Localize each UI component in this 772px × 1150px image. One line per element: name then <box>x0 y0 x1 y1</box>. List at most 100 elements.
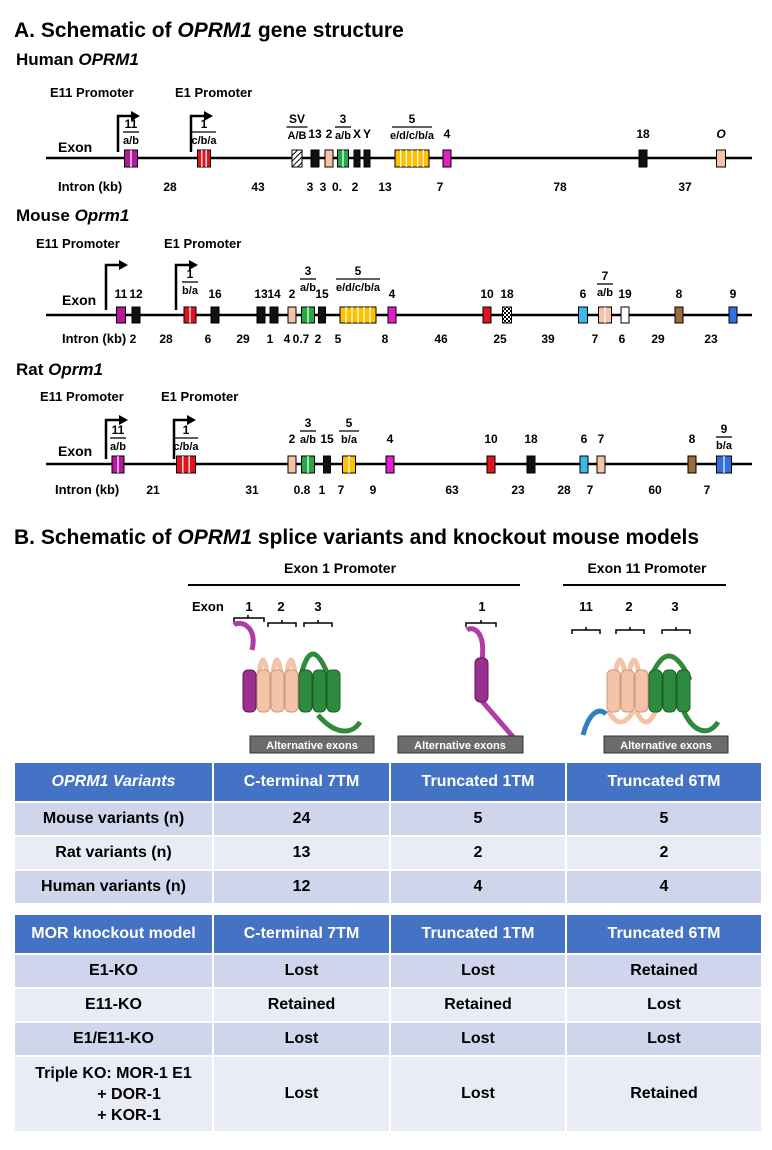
variants-header-col-0: OPRM1 Variants <box>15 763 212 801</box>
intron-length: 25 <box>493 332 507 346</box>
rat-exon-label: Exon <box>58 443 92 459</box>
intron-length: 7 <box>338 483 345 497</box>
exon-box <box>486 455 496 474</box>
panel-7tm-exon-3: 3 <box>314 599 321 614</box>
exon-box <box>363 149 371 168</box>
exon-number: 9 <box>730 287 737 301</box>
mouse-gene-track: Mouse Oprm1 E11 Promoter E1 Promoter Exo… <box>16 206 752 346</box>
exon-number: 5 <box>346 416 353 430</box>
human-exon-9: 5e/d/c/b/a <box>390 112 435 168</box>
mouse-exon-1: 11 <box>115 287 128 324</box>
mouse-variants-label: Mouse variants (n) <box>15 803 212 835</box>
exon-box <box>197 149 211 168</box>
exon-subtype: c/b/a <box>173 441 199 453</box>
exon-box <box>716 149 726 168</box>
intron-length: 1 <box>267 332 274 346</box>
exon-number: 10 <box>480 287 494 301</box>
exon-box <box>353 149 361 168</box>
exon-number: 7 <box>598 432 605 446</box>
exon-number: 3 <box>305 264 312 278</box>
e11-ko-7tm: Retained <box>214 989 389 1021</box>
rat-e11-promoter-arrow <box>104 418 122 459</box>
knockout-header-col-1: C-terminal 7TM <box>214 915 389 953</box>
exon-number: 5 <box>409 112 416 126</box>
variants-header-col-2: Truncated 1TM <box>391 763 565 801</box>
intron-length: 23 <box>704 332 718 346</box>
mouse-exon-2: 12 <box>129 287 143 324</box>
e11-ko-6tm: Lost <box>567 989 761 1021</box>
receptor-7tm-panel: 1 2 3 Alternative exons <box>232 599 375 754</box>
rat-e1-promoter-arrow <box>172 418 190 459</box>
exon-box <box>442 149 452 168</box>
mouse-exon-7: 2 <box>287 287 297 324</box>
exon-box <box>638 149 648 168</box>
variants-header-col-3: Truncated 6TM <box>567 763 761 801</box>
exon-number: 18 <box>524 432 538 446</box>
exon-subtype: a/b <box>300 434 316 446</box>
exon-number: 2 <box>289 432 296 446</box>
intron-length: 7 <box>437 180 444 194</box>
human-exon-10: 4 <box>442 127 452 168</box>
exon-number: 11 <box>125 117 138 131</box>
rat-variants-label: Rat variants (n) <box>15 837 212 869</box>
intron-length: 0.8 <box>294 483 311 497</box>
exon-number: 15 <box>320 432 334 446</box>
intron-length: 4 <box>284 332 291 346</box>
panel-1tm-exon-1: 1 <box>478 599 485 614</box>
e1-e11-ko-6tm: Lost <box>567 1023 761 1055</box>
variants-header-row: OPRM1 Variants C-terminal 7TM Truncated … <box>15 763 761 801</box>
mouse-exon-11: 4 <box>387 287 397 324</box>
exon1-promoter-header: Exon 1 Promoter <box>284 560 397 576</box>
exon-subtype: b/a <box>182 285 199 297</box>
exon-number: 7 <box>602 269 609 283</box>
rat-exon-10: 6 <box>579 432 589 474</box>
e11-ko-1tm: Retained <box>391 989 565 1021</box>
human-variants-1tm: 4 <box>391 871 565 903</box>
intron-length: 29 <box>236 332 250 346</box>
mouse-exon-17: 8 <box>674 287 684 324</box>
exon-number: 1 <box>201 117 208 131</box>
exon-subtype: a/b <box>597 287 613 299</box>
exon-box <box>687 455 697 474</box>
mouse-exon-9: 15 <box>315 287 329 324</box>
intron-length: 28 <box>557 483 571 497</box>
exon-number: X <box>353 127 361 141</box>
exon-number: 11 <box>115 287 128 301</box>
exon-number: 6 <box>581 432 588 446</box>
intron-length: 28 <box>159 332 173 346</box>
exon-number: 4 <box>387 432 394 446</box>
triple-ko-line-1: Triple KO: MOR-1 E1 <box>35 1064 192 1082</box>
rat-exon-4: 3a/b <box>300 416 316 474</box>
mouse-exon-5: 13 <box>254 287 268 324</box>
panel-6tm-alt-exons-label: Alternative exons <box>620 740 712 752</box>
table-row: Rat variants (n) 13 2 2 <box>15 837 761 869</box>
mouse-e11-promoter-arrow <box>104 263 122 310</box>
intron-length: 6 <box>205 332 212 346</box>
rat-exon-11: 7 <box>596 432 606 474</box>
mouse-exon-16: 19 <box>618 287 632 324</box>
mouse-exon-8: 3a/b <box>300 264 316 324</box>
exon-number: 4 <box>389 287 396 301</box>
rat-exon-8: 10 <box>484 432 498 474</box>
rat-variants-7tm: 13 <box>214 837 389 869</box>
intron-length: 46 <box>434 332 448 346</box>
e1-e11-ko-1tm: Lost <box>391 1023 565 1055</box>
table-row: Triple KO: MOR-1 E1 + DOR-1 + KOR-1 Lost… <box>15 1057 761 1131</box>
mouse-intron-label: Intron (kb) <box>62 331 126 346</box>
exon-subtype: A/B <box>288 130 307 142</box>
exon-subtype: a/b <box>110 441 126 453</box>
exon-box <box>579 455 589 474</box>
intron-length: 43 <box>251 180 265 194</box>
human-intron-label: Intron (kb) <box>58 179 122 194</box>
exon-number: 14 <box>267 287 281 301</box>
exon-box <box>210 306 220 324</box>
exon-number: 2 <box>289 287 296 301</box>
intron-length: 78 <box>553 180 567 194</box>
human-exon-8: Y <box>363 127 371 168</box>
exon-number: 6 <box>580 287 587 301</box>
exon-box <box>287 306 297 324</box>
human-exon-label: Exon <box>58 139 92 155</box>
human-e1-promoter-label: E1 Promoter <box>175 85 252 100</box>
table-row: E11-KO Retained Retained Lost <box>15 989 761 1021</box>
human-variants-7tm: 12 <box>214 871 389 903</box>
